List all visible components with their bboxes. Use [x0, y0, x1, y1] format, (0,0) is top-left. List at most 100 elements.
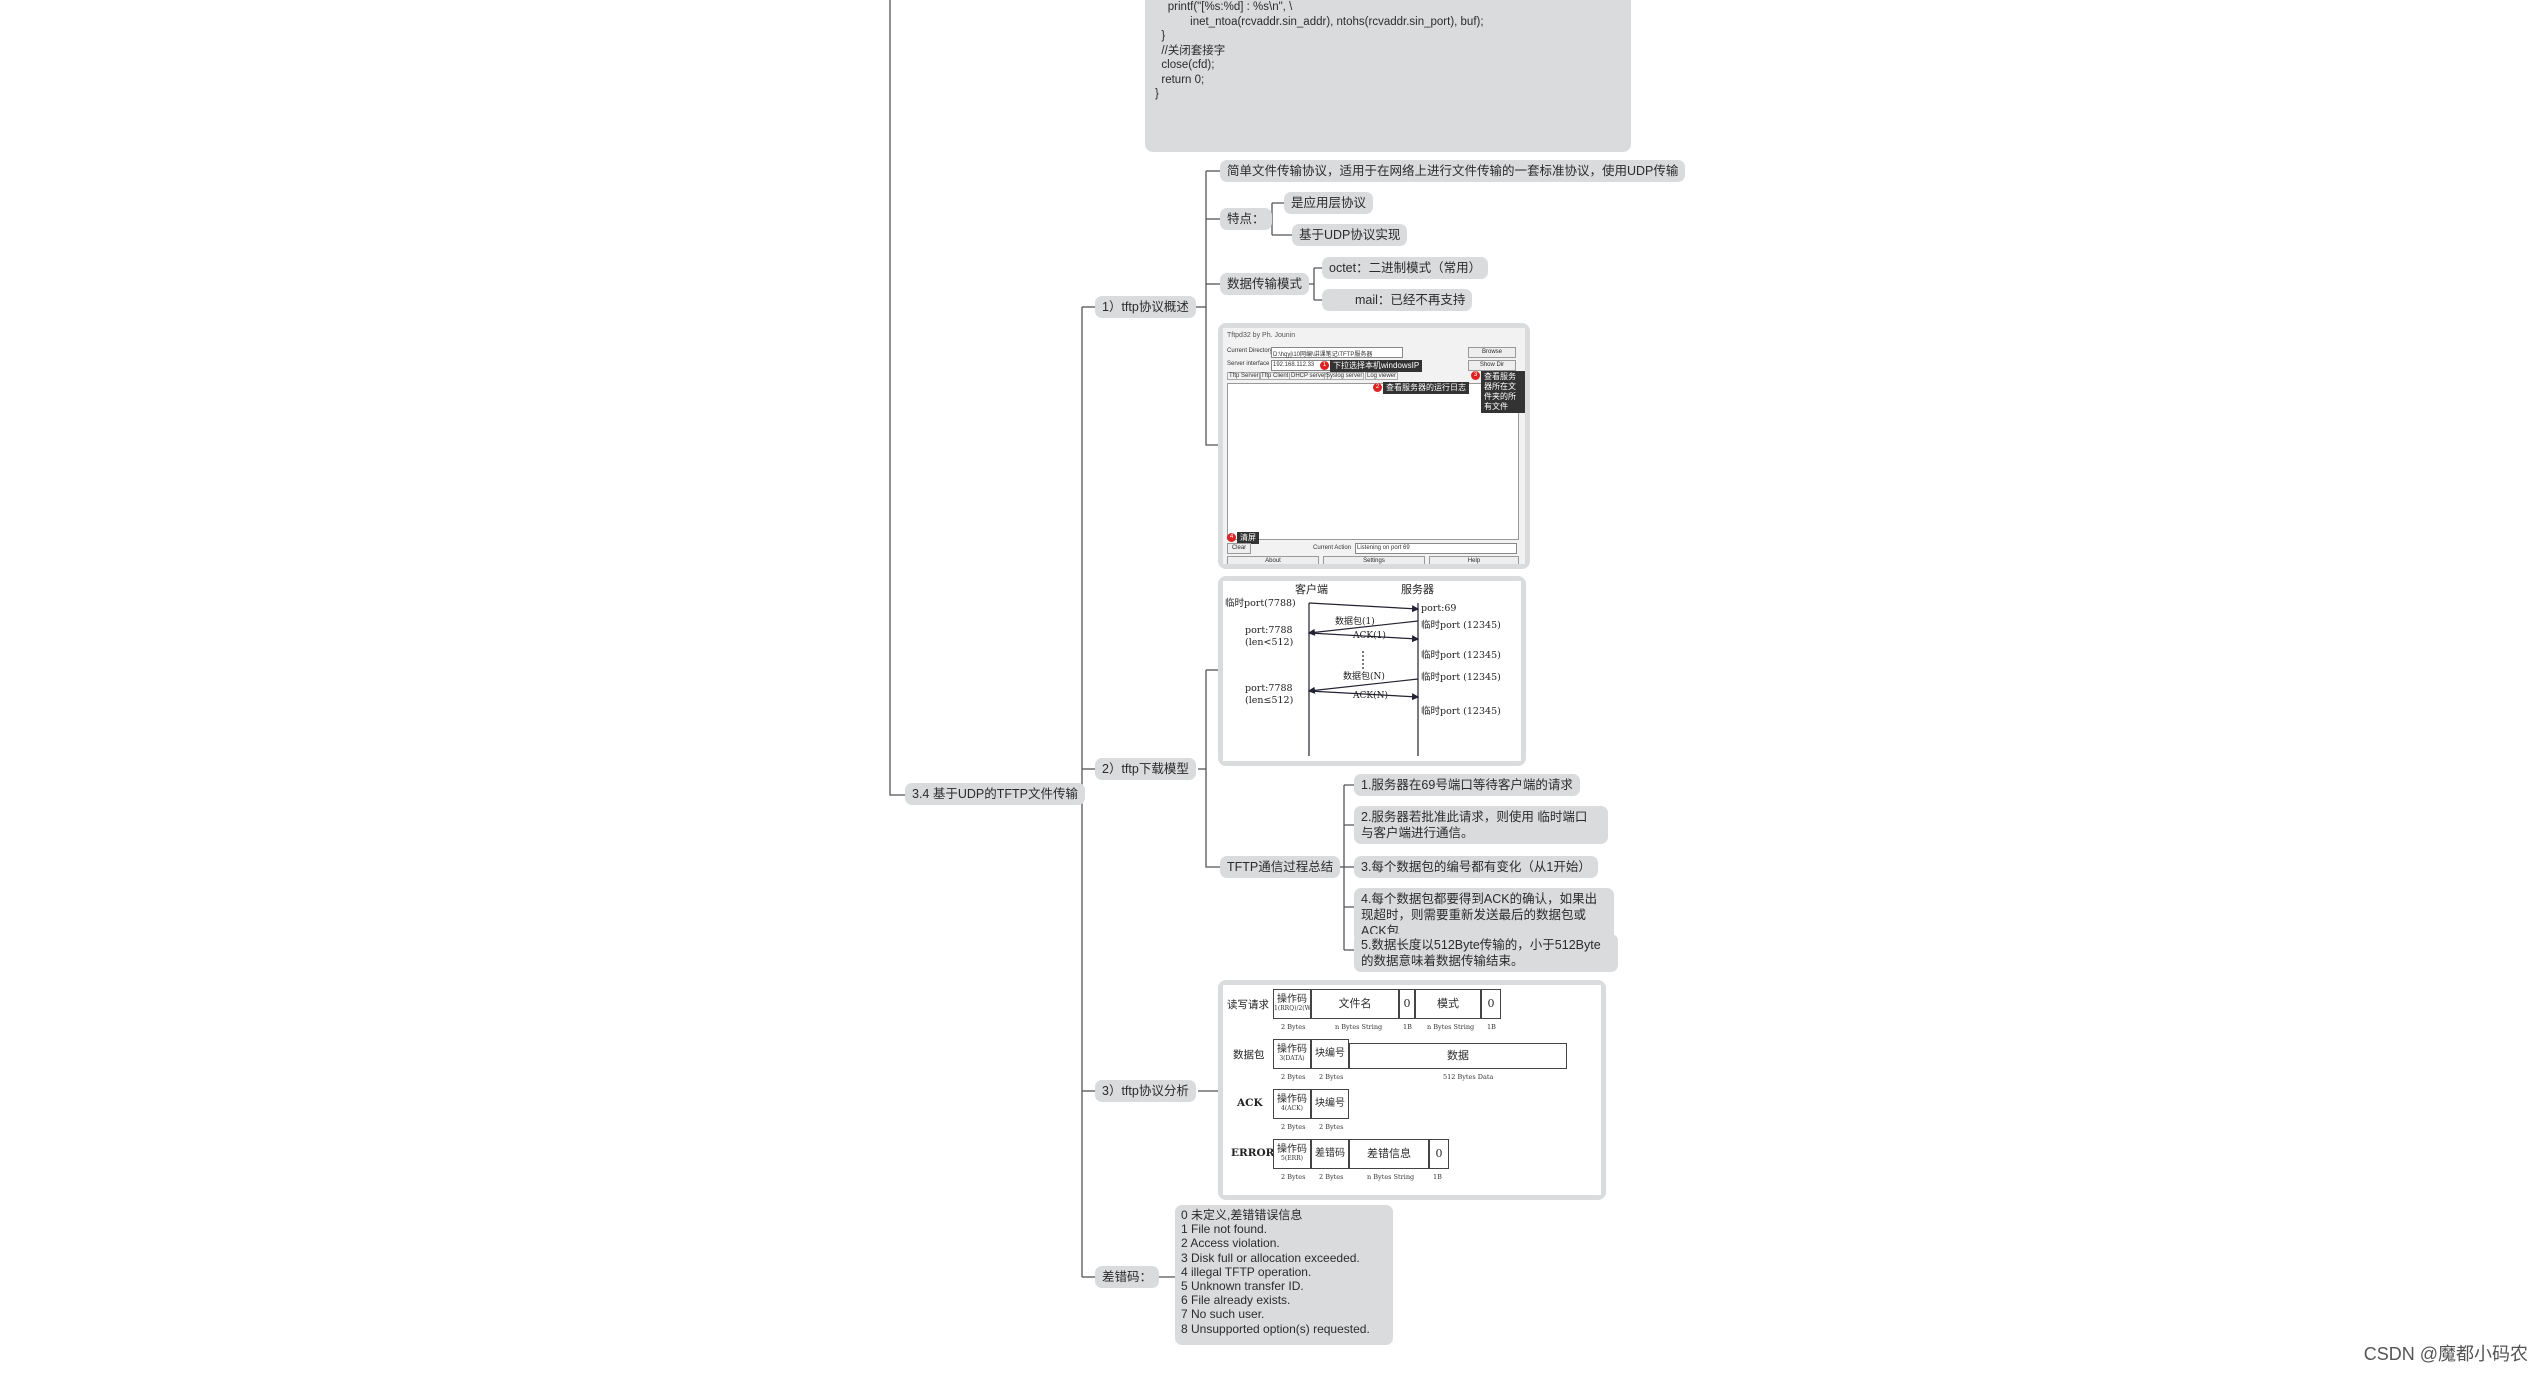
summary-item[interactable]: 5.数据长度以512Byte传输的，小于512Byte的数据意味着数据传输结束。	[1354, 934, 1618, 972]
data-packet-1: 数据包(1)	[1335, 617, 1375, 627]
len-label: (len<512)	[1245, 637, 1294, 648]
data-packet-n: 数据包(N)	[1343, 672, 1385, 682]
code-line: inet_ntoa(rcvaddr.sin_addr), ntohs(rcvad…	[1155, 15, 1484, 28]
branch-error-codes[interactable]: 差错码：	[1095, 1266, 1160, 1288]
size-label: 1B	[1433, 1173, 1442, 1181]
client-recv-port: port:7788	[1245, 683, 1293, 694]
callout-select-ip: 下拉选择本机windowsIP	[1330, 360, 1423, 372]
size-label: 2 Bytes	[1319, 1073, 1344, 1081]
callout-clear: 清屏	[1237, 532, 1259, 544]
current-action-label: Current Action	[1313, 545, 1352, 551]
cell-block-number: 块编号	[1311, 1089, 1349, 1119]
summary-node[interactable]: TFTP通信过程总结	[1220, 856, 1341, 878]
feature-item[interactable]: 基于UDP协议实现	[1292, 224, 1408, 246]
root-node[interactable]: 3.4 基于UDP的TFTP文件传输	[905, 783, 1085, 805]
client-temp-port: 临时port(7788)	[1225, 598, 1296, 609]
help-button[interactable]: Help	[1429, 556, 1519, 564]
error-code-item: 8 Unsupported option(s) requested.	[1181, 1321, 1370, 1336]
size-label: 2 Bytes	[1319, 1173, 1344, 1181]
cell-zero: 0	[1481, 989, 1501, 1019]
summary-item[interactable]: 2.服务器若批准此请求，则使用 临时端口 与客户端进行通信。	[1354, 806, 1608, 844]
download-model-diagram: 客户端 服务器 临时port(7788) port:69 临时port (123…	[1218, 576, 1526, 766]
log-area	[1227, 383, 1519, 540]
browse-button[interactable]: Browse	[1468, 347, 1516, 358]
badge-1: 1	[1320, 361, 1329, 370]
mode-item[interactable]: mail：已经不再支持	[1322, 289, 1473, 311]
show-dir-button[interactable]: Show Dir	[1468, 360, 1516, 371]
size-label: 2 Bytes	[1319, 1123, 1344, 1131]
cell-mode: 模式	[1415, 989, 1481, 1019]
cell-zero: 0	[1399, 989, 1415, 1019]
summary-item[interactable]: 4.每个数据包都要得到ACK的确认，如果出现超时，则需要重新发送最后的数据包或A…	[1354, 888, 1614, 942]
tab-tftp-client[interactable]: Tftp Client	[1259, 372, 1291, 380]
server-temp-port: 临时port (12345)	[1421, 620, 1501, 631]
branch-tftp-protocol-analysis[interactable]: 3）tftp协议分析	[1095, 1080, 1196, 1102]
branch-tftp-download-model[interactable]: 2）tftp下载模型	[1095, 758, 1196, 780]
row-name-error: ERROR	[1231, 1147, 1275, 1159]
download-diagram-canvas: 客户端 服务器 临时port(7788) port:69 临时port (123…	[1223, 581, 1521, 761]
badge-4: 4	[1227, 533, 1236, 542]
features-node[interactable]: 特点：	[1220, 208, 1272, 230]
error-codes-list[interactable]: 0 未定义,差错错误信息 1 File not found. 2 Access …	[1175, 1205, 1393, 1345]
row-name-data: 数据包	[1233, 1049, 1265, 1061]
error-code-item: 6 File already exists.	[1181, 1293, 1291, 1308]
settings-button[interactable]: Settings	[1323, 556, 1425, 564]
current-directory-field[interactable]: D:\hqyj\10网编\讲课笔记\TFTP服务器	[1271, 347, 1403, 358]
size-label: n Bytes String	[1367, 1173, 1415, 1181]
server-port-69: port:69	[1421, 603, 1457, 614]
tab-syslog-server[interactable]: Syslog server	[1324, 372, 1365, 380]
summary-item[interactable]: 3.每个数据包的编号都有变化（从1开始）	[1354, 856, 1598, 878]
error-code-item: 2 Access violation.	[1181, 1236, 1280, 1251]
error-code-item: 7 No such user.	[1181, 1307, 1265, 1322]
size-label: 2 Bytes	[1281, 1073, 1306, 1081]
code-line: printf("[%s:%d] : %s\n", \	[1155, 1, 1293, 13]
server-interface-label: Server interface	[1227, 361, 1270, 367]
server-temp-port: 临时port (12345)	[1421, 650, 1501, 661]
client-recv-port: port:7788	[1245, 625, 1293, 636]
about-button[interactable]: About	[1227, 556, 1319, 564]
row-name-rrq: 读写请求	[1227, 999, 1269, 1011]
code-line: //关闭套接字	[1155, 44, 1226, 57]
size-label: 2 Bytes	[1281, 1023, 1306, 1031]
cell-data: 数据	[1349, 1043, 1567, 1069]
cell-zero: 0	[1429, 1139, 1449, 1169]
tftpd32-screenshot: Tftpd32 by Ph. Jounin Current Directory …	[1218, 323, 1530, 569]
feature-item[interactable]: 是应用层协议	[1284, 192, 1374, 214]
csdn-watermark: CSDN @魔都小码农	[2363, 1344, 2528, 1364]
ack-1: ACK(1)	[1353, 631, 1386, 641]
size-label: 1B	[1487, 1023, 1496, 1031]
tab-dhcp-server[interactable]: DHCP server	[1289, 372, 1329, 380]
cell-block-number: 块编号	[1311, 1039, 1349, 1069]
branch-tftp-overview[interactable]: 1）tftp协议概述	[1095, 296, 1196, 318]
code-snippet: printf("[%s:%d] : %s\n", \ inet_ntoa(rcv…	[1145, 0, 1631, 152]
server-label: 服务器	[1401, 583, 1434, 596]
len-label: (len≤512)	[1245, 695, 1294, 706]
error-code-item: 0 未定义,差错错误信息	[1181, 1208, 1303, 1222]
tab-log-viewer[interactable]: Log viewer	[1365, 372, 1399, 380]
row-name-ack: ACK	[1237, 1097, 1263, 1109]
error-code-item: 1 File not found.	[1181, 1222, 1268, 1237]
code-line: }	[1155, 88, 1159, 100]
overview-description[interactable]: 简单文件传输协议，适用于在网络上进行文件传输的一套标准协议，使用UDP传输	[1220, 160, 1686, 182]
cell-error-message: 差错信息	[1349, 1139, 1429, 1169]
server-temp-port: 临时port (12345)	[1421, 706, 1501, 717]
error-code-item: 3 Disk full or allocation exceeded.	[1181, 1250, 1360, 1265]
modes-node[interactable]: 数据传输模式	[1220, 273, 1310, 295]
summary-item[interactable]: 1.服务器在69号端口等待客户端的请求	[1354, 774, 1580, 796]
tab-tftp-server[interactable]: Tftp Server	[1227, 372, 1261, 380]
mode-item[interactable]: octet：二进制模式（常用）	[1322, 257, 1489, 279]
clear-button[interactable]: Clear	[1227, 543, 1251, 554]
cell-filename: 文件名	[1311, 989, 1399, 1019]
ack-n: ACK(N)	[1353, 691, 1389, 701]
size-label: 1B	[1403, 1023, 1412, 1031]
size-label: 512 Bytes Data	[1443, 1073, 1494, 1081]
badge-2: 2	[1373, 383, 1382, 392]
size-label: n Bytes String	[1335, 1023, 1383, 1031]
tftpd32-window: Tftpd32 by Ph. Jounin Current Directory …	[1223, 328, 1525, 564]
code-line: }	[1155, 30, 1166, 42]
size-label: n Bytes String	[1427, 1023, 1475, 1031]
